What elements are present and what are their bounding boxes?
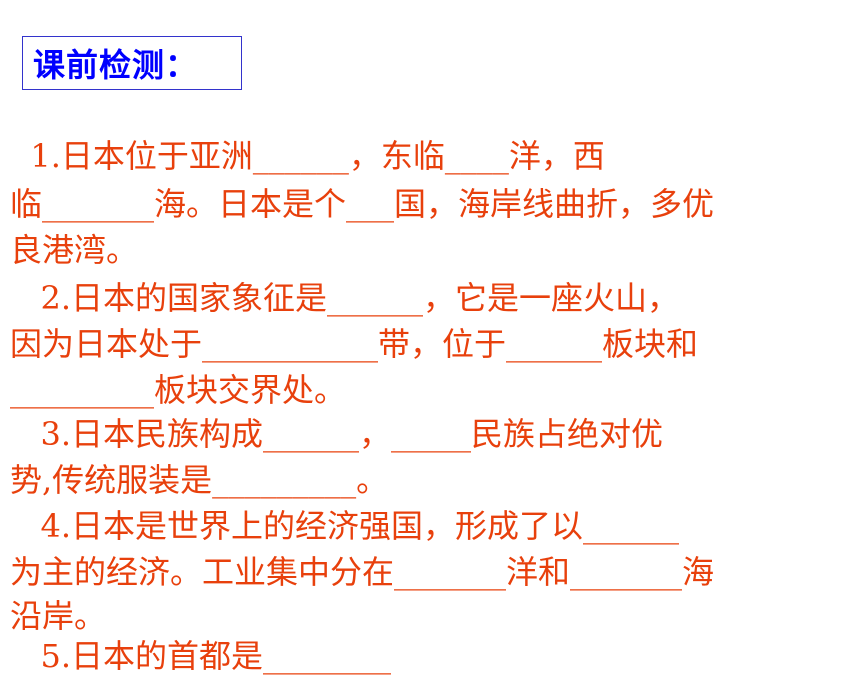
question-line-5: 因为日本处于___________带，位于______板块和 [10, 325, 699, 363]
question-line-4: 2.日本的国家象征是______，它是一座火山， [10, 279, 680, 317]
section-title-box: 课前检测： [22, 36, 242, 90]
question-line-9: 4.日本是世界上的经济强国，形成了以______ [10, 507, 680, 545]
question-line-1: 1.日本位于亚洲______，东临____洋，西 [10, 137, 605, 175]
question-line-7: 3.日本民族构成______，_____民族占绝对优 [10, 415, 664, 453]
question-line-3: 良港湾。 [10, 231, 139, 269]
question-line-6: _________板块交界处。 [10, 371, 347, 409]
question-line-8: 势,传统服装是_________。 [10, 461, 389, 499]
section-title: 课前检测： [33, 46, 199, 84]
question-line-2: 临_______海。日本是个___国，海岸线曲折，多优 [10, 185, 715, 223]
question-line-10: 为主的经济。工业集中分在_______洋和_______海 [10, 553, 715, 591]
question-line-11: 沿岸。 [10, 597, 107, 635]
